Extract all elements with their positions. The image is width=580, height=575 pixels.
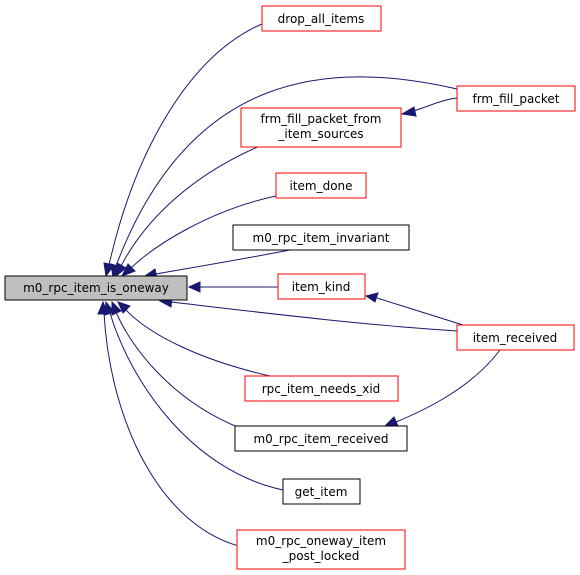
edge-frm-fill-packet-to-focus xyxy=(115,76,458,267)
edge-arrowhead xyxy=(364,292,379,303)
edge-item-received-to-focus xyxy=(170,301,458,332)
edge-item-received-to-m0-item-received xyxy=(395,349,501,423)
edges xyxy=(97,23,501,549)
node-item-received[interactable]: item_received xyxy=(456,324,575,351)
node-item-kind[interactable]: item_kind xyxy=(277,273,366,300)
node-label: get_item xyxy=(295,485,348,499)
node-frm-fill-packet[interactable]: frm_fill_packet xyxy=(456,85,576,112)
node-m0-rpc-item-is-oneway[interactable]: m0_rpc_item_is_oneway xyxy=(4,275,188,301)
edge-get-item-to-focus xyxy=(109,312,284,491)
edge-from-sources-to-focus xyxy=(120,144,263,267)
edge-item-received-to-item-kind xyxy=(376,297,464,326)
edge-item-done-to-focus xyxy=(130,195,277,269)
node-label-line-2: _post_locked xyxy=(282,549,360,563)
edge-invariant-to-focus xyxy=(155,247,301,275)
node-label-line-1: m0_rpc_oneway_item xyxy=(256,534,386,548)
node-label: m0_rpc_item_is_oneway xyxy=(23,281,169,295)
node-item-done[interactable]: item_done xyxy=(275,172,367,199)
node-box xyxy=(275,172,367,199)
edge-arrowhead xyxy=(120,263,136,277)
edge-arrowhead xyxy=(97,300,109,315)
node-box xyxy=(240,107,402,148)
node-box xyxy=(236,529,406,570)
nodes: m0_rpc_item_is_oneway drop_all_items frm… xyxy=(4,5,576,570)
edge-needs-xid-to-focus xyxy=(125,309,271,377)
node-m0-rpc-item-received[interactable]: m0_rpc_item_received xyxy=(234,425,408,452)
node-box xyxy=(456,324,575,351)
node-box xyxy=(244,375,399,402)
edge-arrowhead xyxy=(117,301,131,314)
edge-arrowhead xyxy=(400,106,417,117)
node-label-line-2: _item_sources xyxy=(277,127,363,141)
node-label: item_kind xyxy=(292,280,351,294)
node-label-line-1: frm_fill_packet_from xyxy=(261,112,382,126)
edge-arrowhead xyxy=(384,416,399,427)
node-frm-fill-packet-from-item-sources[interactable]: frm_fill_packet_from _item_sources xyxy=(240,107,402,148)
node-box xyxy=(232,224,410,251)
node-label: rpc_item_needs_xid xyxy=(262,382,381,396)
edge-post-locked-to-focus xyxy=(103,312,248,549)
node-label: m0_rpc_item_invariant xyxy=(253,231,390,245)
node-drop-all-items[interactable]: drop_all_items xyxy=(261,5,382,32)
node-label: drop_all_items xyxy=(278,12,365,26)
node-label: frm_fill_packet xyxy=(472,92,559,106)
node-box xyxy=(234,425,408,452)
node-box xyxy=(277,273,366,300)
edge-m0-item-received-to-focus xyxy=(115,311,241,429)
node-box xyxy=(4,275,188,301)
node-label: item_received xyxy=(473,331,558,345)
edge-drop-all-items-to-focus xyxy=(108,23,263,266)
node-box xyxy=(261,5,382,32)
edge-frm-fill-packet-to-from-sources xyxy=(412,97,458,112)
node-m0-rpc-item-invariant[interactable]: m0_rpc_item_invariant xyxy=(232,224,410,251)
node-m0-rpc-oneway-item-post-locked[interactable]: m0_rpc_oneway_item _post_locked xyxy=(236,529,406,570)
node-label: item_done xyxy=(289,179,352,193)
node-box xyxy=(282,478,361,505)
edge-arrowhead xyxy=(115,262,127,278)
node-label: m0_rpc_item_received xyxy=(253,432,388,446)
node-get-item[interactable]: get_item xyxy=(282,478,361,505)
node-rpc-item-needs-xid[interactable]: rpc_item_needs_xid xyxy=(244,375,399,402)
edge-arrowhead xyxy=(187,281,201,293)
node-box xyxy=(456,85,576,112)
